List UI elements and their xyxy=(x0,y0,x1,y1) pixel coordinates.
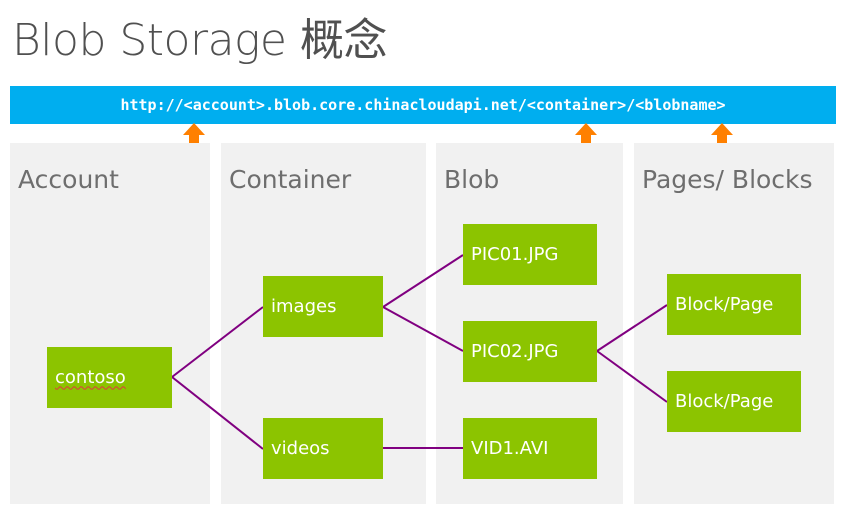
node-pic01-label: PIC01.JPG xyxy=(471,243,559,265)
node-block-2: Block/Page xyxy=(667,371,801,432)
node-blob-pic02: PIC02.JPG xyxy=(463,321,597,382)
connector-contoso-videos xyxy=(171,376,264,450)
up-arrow-icon-blob xyxy=(711,123,733,153)
connector-pic02-block1 xyxy=(596,304,668,352)
up-arrow-icon-account xyxy=(183,123,205,153)
node-pic02-label: PIC02.JPG xyxy=(471,340,559,362)
node-blob-pic01: PIC01.JPG xyxy=(463,224,597,285)
connector-pic02-block2 xyxy=(596,350,668,403)
node-blob-vid1: VID1.AVI xyxy=(463,418,597,479)
node-block-1: Block/Page xyxy=(667,274,801,335)
node-account-contoso: contoso xyxy=(47,347,172,408)
node-block-1-label: Block/Page xyxy=(675,293,774,315)
connector-images-pic01 xyxy=(382,254,464,308)
blob-heading: Blob xyxy=(444,165,500,194)
url-text: http://<account>.blob.core.chinacloudapi… xyxy=(120,96,726,114)
node-account-label: contoso xyxy=(55,366,126,388)
node-videos-label: videos xyxy=(271,437,330,459)
url-bar: http://<account>.blob.core.chinacloudapi… xyxy=(10,86,836,124)
account-heading: Account xyxy=(18,165,119,194)
node-vid1-label: VID1.AVI xyxy=(471,437,549,459)
slide-title: Blob Storage 概念 xyxy=(12,15,388,66)
connector-contoso-images xyxy=(171,306,264,378)
container-heading: Container xyxy=(229,165,352,194)
node-block-2-label: Block/Page xyxy=(675,390,774,412)
up-arrow-icon-container xyxy=(575,123,597,153)
pages-blocks-heading: Pages/ Blocks xyxy=(642,165,813,194)
node-container-images: images xyxy=(263,276,383,337)
node-container-videos: videos xyxy=(263,418,383,479)
node-images-label: images xyxy=(271,295,337,317)
account-column: Account xyxy=(10,143,210,504)
connector-images-pic02 xyxy=(382,306,464,352)
